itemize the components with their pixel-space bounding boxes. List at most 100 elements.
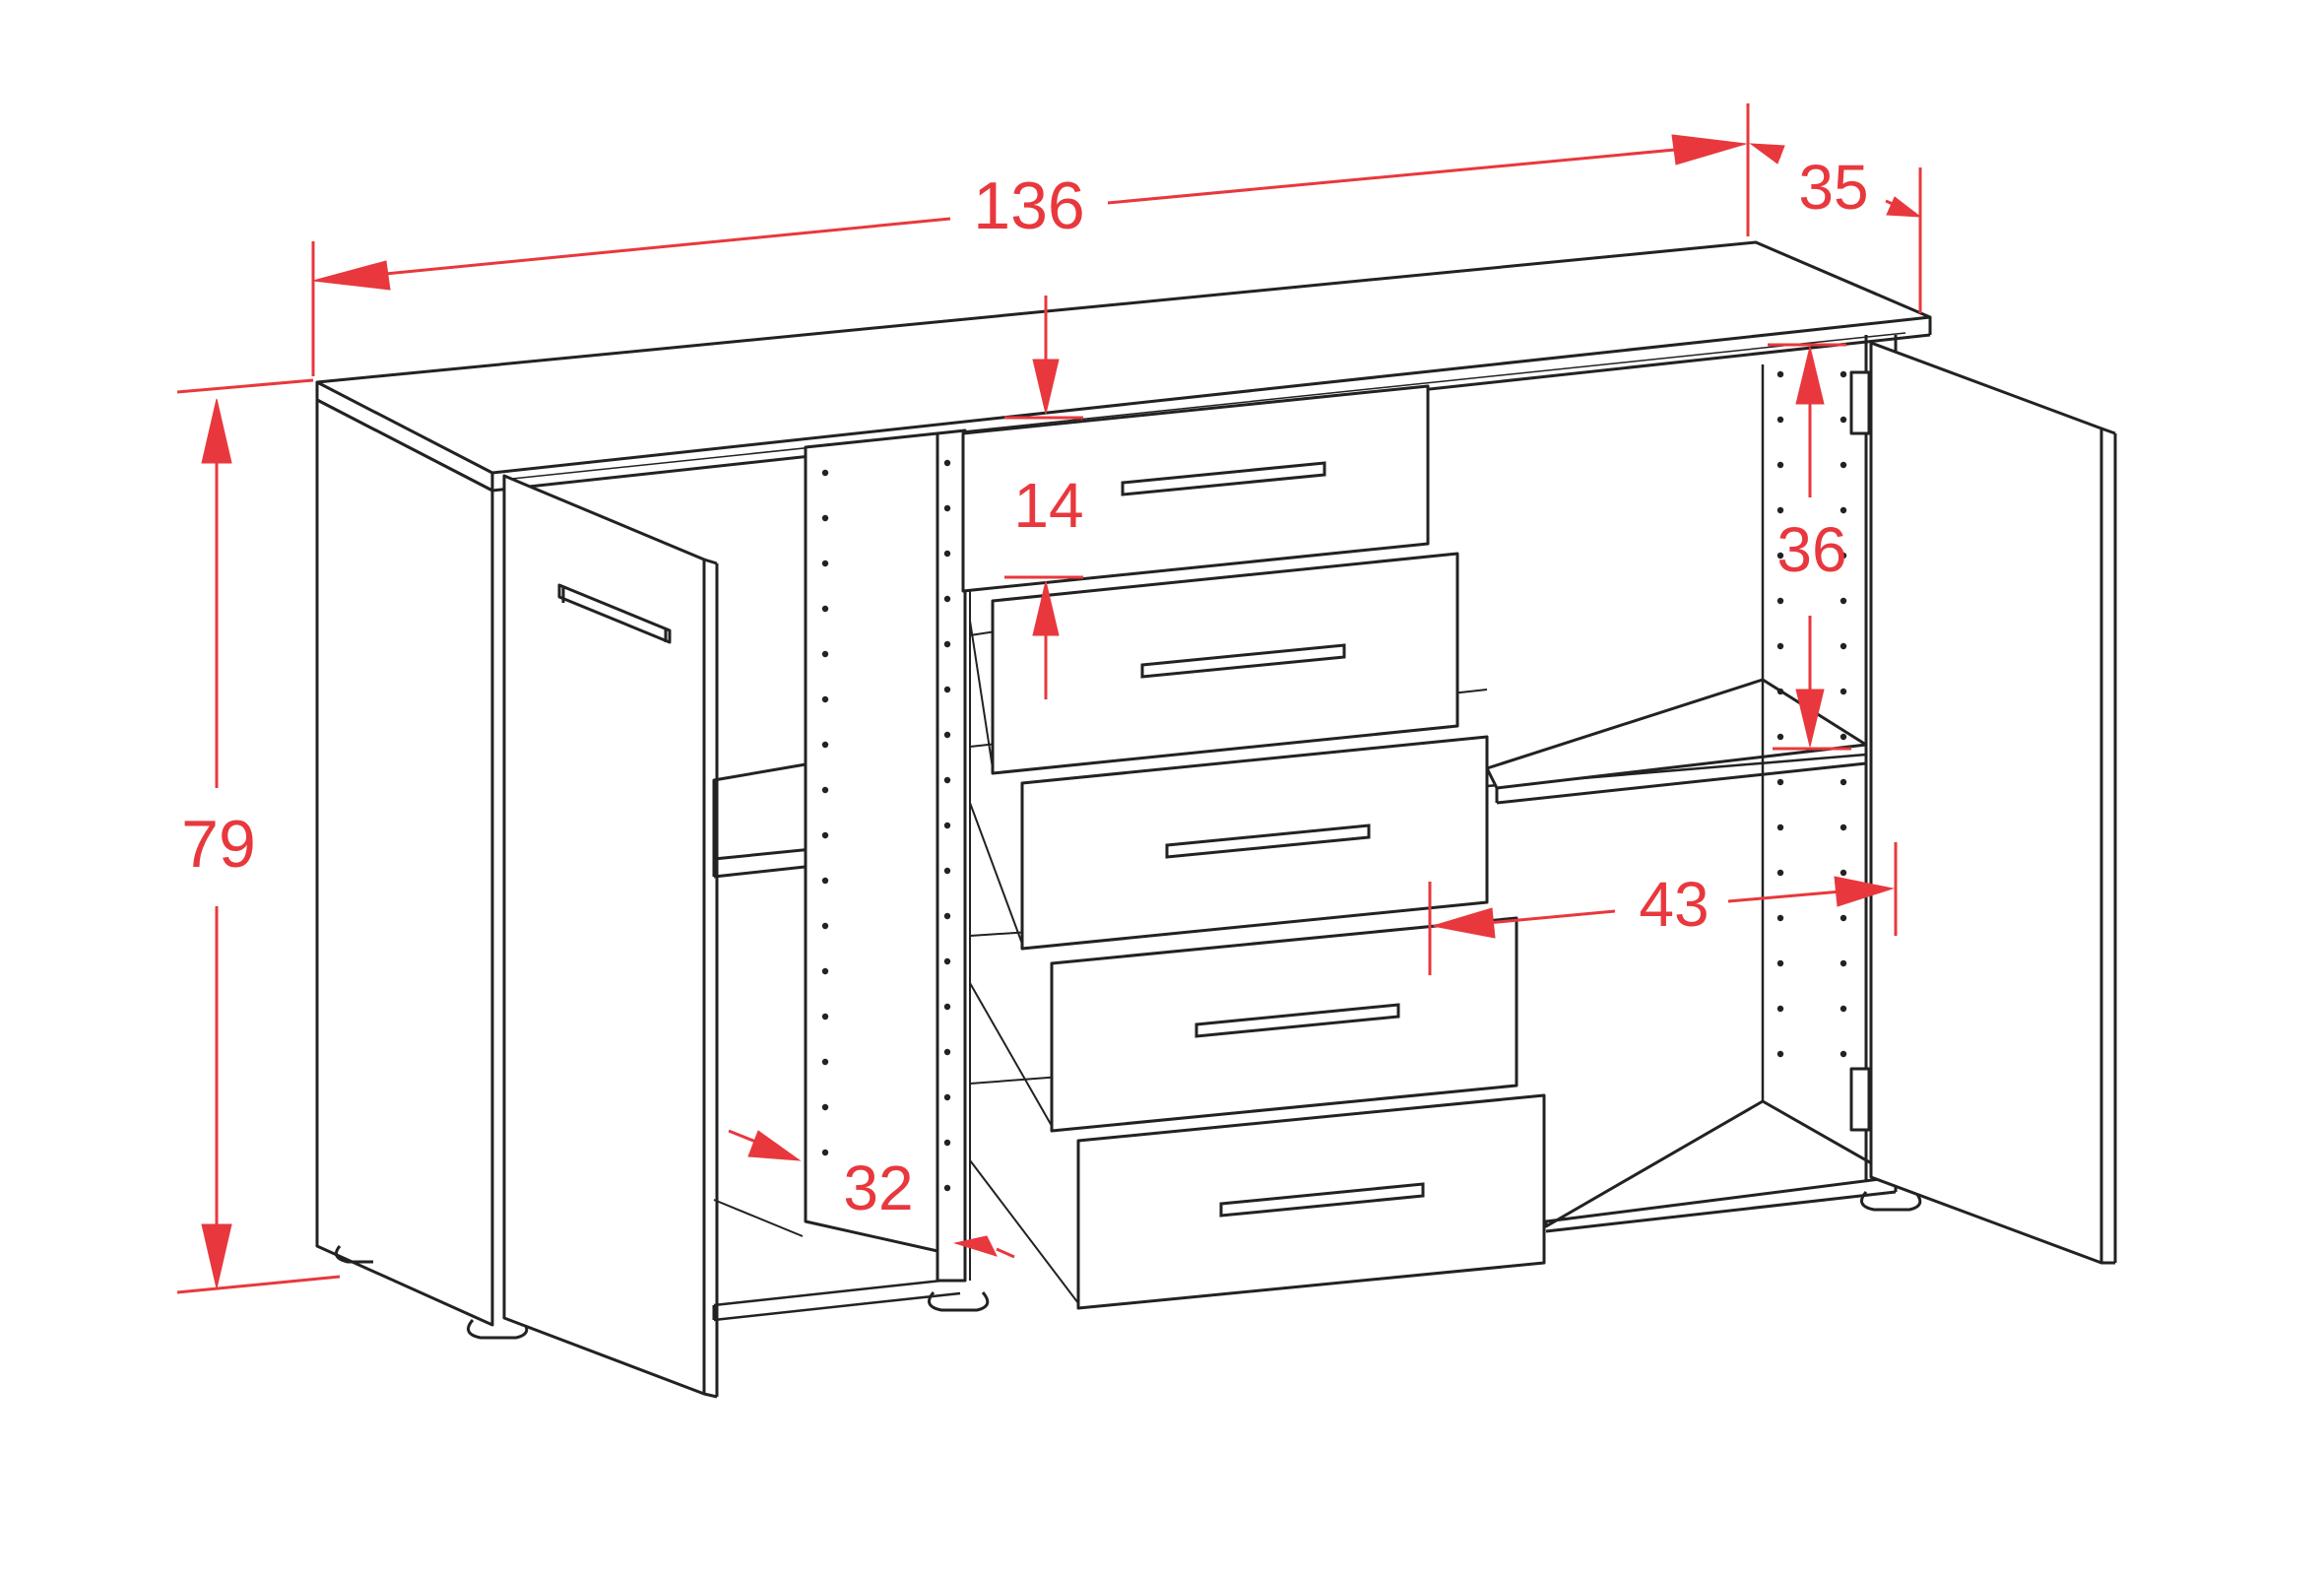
drawer-3 bbox=[969, 735, 1489, 951]
width-arrow-right bbox=[1671, 134, 1747, 165]
pin-hole bbox=[1840, 370, 1847, 378]
pin-hole bbox=[1840, 461, 1847, 469]
foot-right bbox=[1860, 1191, 1922, 1212]
pin-hole bbox=[1840, 416, 1847, 424]
pin-hole bbox=[821, 1013, 829, 1021]
drawer-runner bbox=[969, 982, 1053, 1127]
pin-hole bbox=[1776, 778, 1784, 786]
depth32-line-right bbox=[996, 1247, 1015, 1259]
cw-arrow-left bbox=[1432, 907, 1496, 939]
pin-hole bbox=[1840, 778, 1847, 786]
pin-hole bbox=[943, 1048, 951, 1056]
height-arrow-top bbox=[201, 398, 232, 464]
pin-hole bbox=[943, 1139, 951, 1147]
pin-hole bbox=[1776, 869, 1784, 877]
left-door bbox=[502, 474, 719, 1399]
pin-hole bbox=[943, 1003, 951, 1011]
pin-hole bbox=[943, 686, 951, 693]
pin-hole bbox=[821, 695, 829, 703]
depth32-arrow-right bbox=[953, 1235, 998, 1257]
foot-mid bbox=[928, 1291, 990, 1312]
pin-hole bbox=[1840, 823, 1847, 831]
shelf-pin-holes bbox=[821, 370, 1847, 1192]
drawer-4 bbox=[969, 916, 1518, 1133]
cw-arrow-right bbox=[1834, 876, 1895, 907]
right-door bbox=[1849, 341, 2117, 1265]
left-door-edge-top bbox=[703, 558, 718, 565]
pin-hole bbox=[1776, 370, 1784, 378]
right-door-edge-top bbox=[2100, 427, 2116, 435]
gap-arrow-down bbox=[1032, 359, 1060, 415]
pin-hole bbox=[1840, 597, 1847, 605]
comp-arrow-bottom bbox=[1795, 689, 1825, 748]
drawer-handle bbox=[1121, 461, 1326, 496]
depth-arrow-right bbox=[1886, 196, 1922, 218]
hinge-top bbox=[1849, 370, 1871, 435]
pin-hole bbox=[821, 650, 829, 658]
pin-hole bbox=[943, 912, 951, 920]
left-side-panel bbox=[315, 398, 494, 1327]
pin-hole bbox=[821, 831, 829, 839]
right-floor bbox=[1544, 1099, 1898, 1228]
pin-hole bbox=[943, 957, 951, 965]
pin-hole bbox=[1840, 914, 1847, 922]
pin-hole bbox=[943, 822, 951, 829]
pin-hole bbox=[821, 469, 829, 477]
width-label: 136 bbox=[973, 168, 1084, 243]
pin-hole bbox=[1776, 688, 1784, 695]
pin-hole bbox=[1776, 552, 1784, 560]
pin-hole bbox=[1776, 823, 1784, 831]
drawer-runner bbox=[969, 620, 994, 769]
pin-hole bbox=[943, 595, 951, 603]
pin-hole bbox=[821, 605, 829, 613]
pin-hole bbox=[1840, 733, 1847, 741]
drawer-1 bbox=[961, 384, 1430, 593]
divider-left-wall bbox=[804, 431, 939, 1253]
pin-hole bbox=[821, 1103, 829, 1111]
depth32-arrow-left bbox=[747, 1130, 802, 1161]
cw-line-right bbox=[1727, 889, 1842, 903]
pin-hole bbox=[1776, 416, 1784, 424]
pin-hole bbox=[821, 1149, 829, 1156]
pin-hole bbox=[1776, 642, 1784, 650]
pin-hole bbox=[943, 1093, 951, 1101]
drawer-5 bbox=[969, 1093, 1546, 1310]
pin-hole bbox=[943, 640, 951, 648]
pin-hole bbox=[943, 776, 951, 784]
drawer-stack bbox=[961, 384, 1546, 1310]
left-door-handle bbox=[557, 583, 672, 644]
pin-hole bbox=[1776, 1050, 1784, 1058]
pin-hole bbox=[1840, 959, 1847, 967]
pin-hole bbox=[1776, 914, 1784, 922]
pin-hole bbox=[943, 504, 951, 512]
foot-back bbox=[334, 1245, 373, 1264]
height-label: 79 bbox=[181, 807, 256, 882]
height-arrow-bottom bbox=[201, 1223, 232, 1289]
drawer-runner bbox=[969, 802, 1023, 945]
pin-hole bbox=[1840, 552, 1847, 560]
pin-hole bbox=[1776, 461, 1784, 469]
drawer-handle bbox=[1165, 823, 1371, 859]
pin-hole bbox=[821, 967, 829, 975]
drawer-gap-label: 14 bbox=[1013, 470, 1083, 541]
pin-hole bbox=[1840, 1050, 1847, 1058]
pin-hole bbox=[1776, 506, 1784, 514]
pin-hole bbox=[1840, 506, 1847, 514]
right-shelf-front bbox=[1496, 761, 1867, 805]
drawer-handle bbox=[1194, 1003, 1400, 1038]
drawer-handle bbox=[1140, 643, 1346, 679]
pin-hole bbox=[943, 459, 951, 467]
cabinet bbox=[315, 240, 1932, 1340]
width-arrow-left bbox=[312, 260, 391, 291]
pin-hole bbox=[821, 922, 829, 930]
depth-arrow-left bbox=[1749, 143, 1785, 165]
pin-hole bbox=[943, 1184, 951, 1192]
pin-hole bbox=[943, 550, 951, 558]
pin-hole bbox=[1840, 869, 1847, 877]
height-ext-bottom bbox=[176, 1275, 341, 1294]
pin-hole bbox=[821, 514, 829, 522]
left-floor-line bbox=[713, 1277, 961, 1307]
back-top-line bbox=[511, 332, 1906, 480]
drawer-2 bbox=[969, 552, 1459, 775]
